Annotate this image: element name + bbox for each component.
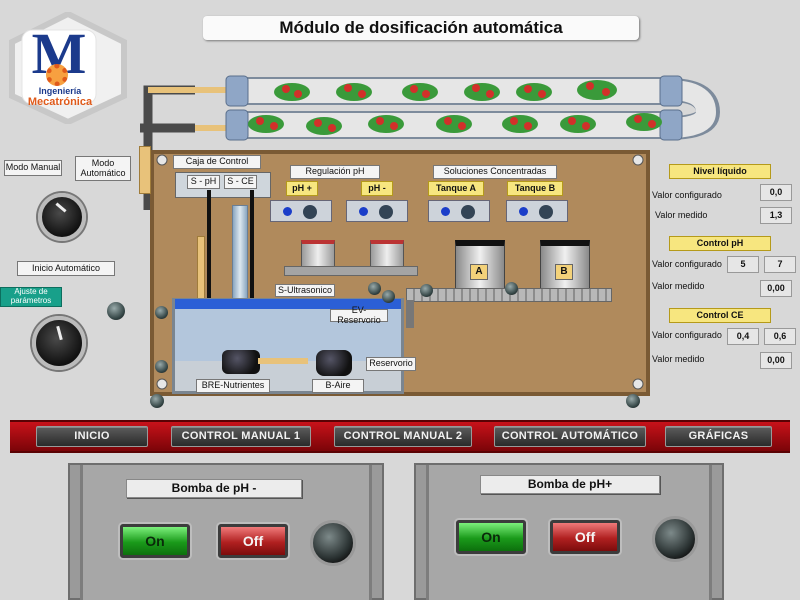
ph-minus-bottle <box>370 240 404 270</box>
wheel-left <box>150 394 164 408</box>
nivel-medido-label: Valor medido <box>655 210 708 220</box>
ev-reservorio-label: EV-Reservorio <box>330 305 388 324</box>
b-aire-label: B-Aire <box>312 379 364 393</box>
reservoir-water-surface <box>175 299 401 309</box>
bomba-ph-minus-title: Bomba de pH - <box>126 479 302 498</box>
s-ph-label: S - pH <box>187 175 220 189</box>
nivel-configurado-label: Valor configurado <box>652 190 722 200</box>
tank-a: A <box>455 240 505 292</box>
panel-bomba-ph-minus: Bomba de pH - On Off <box>68 463 384 600</box>
indicator-lamp-left <box>107 302 125 320</box>
mixing-valve-1 <box>420 284 433 297</box>
bomba-ph-plus-status-lamp <box>652 516 698 562</box>
ph-minus-label: pH - <box>361 181 393 196</box>
ph-plus-label: pH + <box>286 181 318 196</box>
nav-graficas-button[interactable]: GRÁFICAS <box>665 426 772 447</box>
inicio-automatico-label: Inicio Automático <box>17 261 115 276</box>
logo-line1: Ingeniería <box>38 86 82 96</box>
sensor-cable-ce <box>250 190 254 340</box>
bre-nutrientes-label: BRE-Nutrientes <box>196 379 270 393</box>
tank-a-letter: A <box>470 264 488 280</box>
tank-b-pump <box>506 200 568 222</box>
tray-outlet-pipe <box>406 300 414 328</box>
modo-manual-label: Modo Manual <box>4 160 62 176</box>
bomba-ph-minus-off-button[interactable]: Off <box>218 524 288 558</box>
control-ph-title: Control pH <box>669 236 771 251</box>
nutrient-pump <box>222 350 260 374</box>
nav-control-automatico-button[interactable]: CONTROL AUTOMÁTICO <box>494 426 646 447</box>
nivel-liquido-title: Nivel líquido <box>669 164 771 179</box>
plants-row-upper <box>272 74 652 104</box>
reservorio-label: Reservorio <box>366 357 416 371</box>
valve-reservoir-1 <box>155 306 168 319</box>
bomba-ph-minus-status-lamp <box>310 520 356 566</box>
nav-control-manual-1-button[interactable]: CONTROL MANUAL 1 <box>171 426 311 447</box>
ph-configurado-label: Valor configurado <box>652 259 722 269</box>
ev-valve-2 <box>382 290 395 303</box>
nutrient-pump-outlet <box>258 358 308 364</box>
ce-medido-label: Valor medido <box>652 354 705 364</box>
sensor-cable-ph <box>207 190 211 340</box>
tank-b: B <box>540 240 590 292</box>
logo-line2: Mecatrónica <box>27 96 93 108</box>
soluciones-label: Soluciones Concentradas <box>433 165 557 179</box>
ce-configurado-max: 0,6 <box>764 328 796 345</box>
air-pump <box>316 350 352 376</box>
plants-row-lower <box>244 108 674 138</box>
vertical-feed-pipe <box>139 146 151 194</box>
caja-control-label: Caja de Control <box>173 155 261 169</box>
mixing-valve-2 <box>505 282 518 295</box>
ph-medido-value: 0,00 <box>760 280 792 297</box>
bomba-ph-plus-off-button[interactable]: Off <box>550 520 620 554</box>
logo: M Ingeniería Mecatrónica <box>6 10 130 126</box>
ph-minus-pump <box>346 200 408 222</box>
ph-medido-label: Valor medido <box>652 281 705 291</box>
ph-plus-pump <box>270 200 332 222</box>
title-bar: Módulo de dosificación automática <box>203 16 639 40</box>
tank-b-letter: B <box>555 264 573 280</box>
bomba-ph-plus-title: Bomba de pH+ <box>480 475 660 494</box>
ce-configurado-min: 0,4 <box>727 328 759 345</box>
tank-a-pump <box>428 200 490 222</box>
nav-control-manual-2-button[interactable]: CONTROL MANUAL 2 <box>334 426 472 447</box>
ev-valve-1 <box>368 282 381 295</box>
valve-reservoir-2 <box>155 360 168 373</box>
regulacion-ph-label: Regulación pH <box>290 165 380 179</box>
gear-icon <box>46 64 68 86</box>
bomba-ph-plus-on-button[interactable]: On <box>456 520 526 554</box>
ce-configurado-label: Valor configurado <box>652 330 722 340</box>
ajuste-parametros-button[interactable]: Ajuste de parámetros <box>0 287 62 307</box>
s-ultrasonico-label: S-Ultrasonico <box>275 284 335 297</box>
nivel-medido-value: 1,3 <box>760 207 792 224</box>
ph-configurado-min: 5 <box>727 256 759 273</box>
nivel-configurado-value: 0,0 <box>760 184 792 201</box>
ph-configurado-max: 7 <box>764 256 796 273</box>
panel-bomba-ph-plus: Bomba de pH+ On Off <box>414 463 724 600</box>
s-ce-label: S - CE <box>224 175 257 189</box>
bomba-ph-minus-on-button[interactable]: On <box>120 524 190 558</box>
tanque-b-label: Tanque B <box>507 181 563 196</box>
tanque-a-label: Tanque A <box>428 181 484 196</box>
ce-medido-value: 0,00 <box>760 352 792 369</box>
board-screws <box>150 150 650 396</box>
start-knob[interactable] <box>32 316 86 370</box>
modo-automatico-label: Modo Automático <box>75 156 131 181</box>
ph-shelf <box>284 266 418 276</box>
wheel-right <box>626 394 640 408</box>
control-ce-title: Control CE <box>669 308 771 323</box>
nav-inicio-button[interactable]: INICIO <box>36 426 148 447</box>
mode-selector-knob[interactable] <box>38 193 86 241</box>
